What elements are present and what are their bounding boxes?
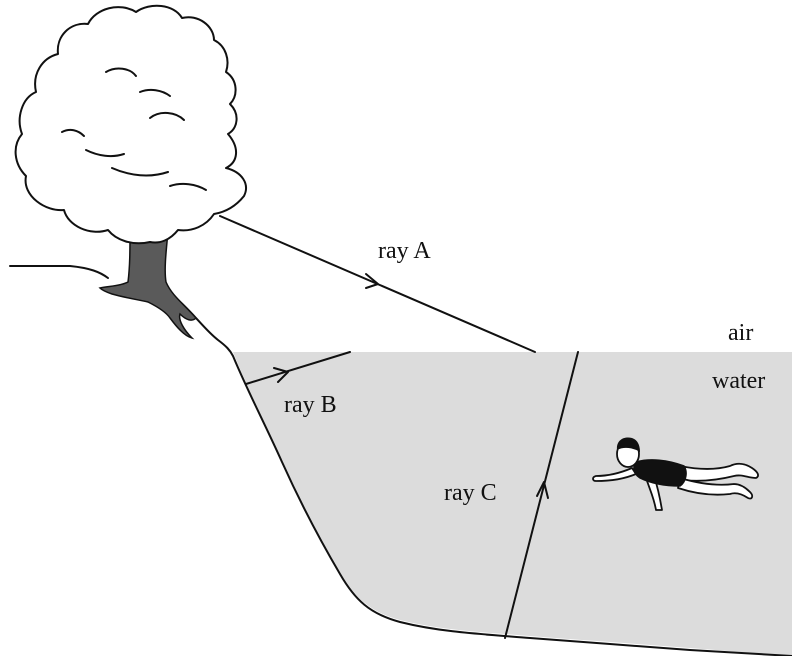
foliage-detail [105, 67, 137, 77]
ray-a-label: ray A [378, 238, 431, 264]
water-region [233, 352, 792, 656]
ray-c-line [504, 351, 579, 639]
foliage-detail [85, 149, 125, 158]
ray-a-arrowhead [365, 273, 379, 289]
ray-b-arrowhead [273, 367, 289, 383]
foliage-detail [169, 182, 207, 191]
swimmer-torso [633, 459, 687, 487]
swimmer-leg-upper [679, 462, 759, 482]
water-label: water [712, 368, 765, 394]
ray-c-arrowhead [536, 481, 549, 499]
tree-trunk [98, 231, 198, 340]
ray-c [504, 351, 579, 639]
ground-line [9, 265, 109, 279]
air-label: air [728, 320, 753, 346]
bank-slope [177, 299, 792, 656]
ray-b [245, 351, 351, 385]
ray-b-label: ray B [284, 392, 337, 418]
swimmer-icon [592, 437, 759, 511]
foliage-detail [149, 112, 185, 121]
foliage-detail [139, 88, 171, 97]
ray-b-line [245, 351, 351, 385]
tree-icon [14, 4, 247, 340]
swimmer-arm-front [592, 467, 637, 482]
ray-c-label: ray C [444, 480, 497, 506]
swimmer-hair [616, 437, 640, 452]
ray-a [219, 215, 536, 353]
foliage-detail [111, 167, 169, 177]
tree-foliage [14, 4, 247, 245]
swimmer-leg-lower [677, 477, 754, 500]
foliage-detail [61, 128, 85, 137]
